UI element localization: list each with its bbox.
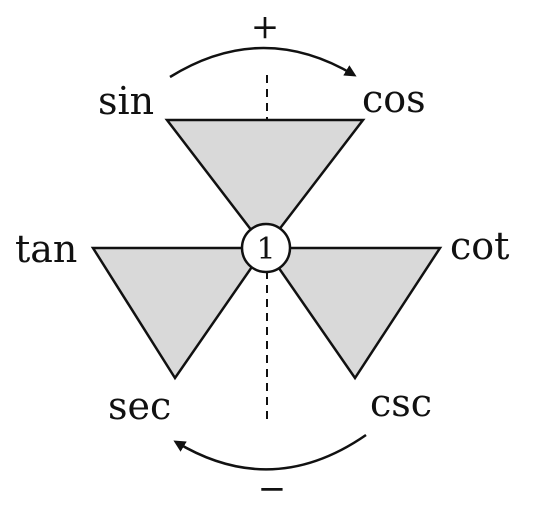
left-triangle — [90, 246, 268, 381]
minus-sign: − — [258, 469, 287, 508]
label-cot: cot — [450, 224, 509, 268]
label-csc: csc — [370, 381, 432, 425]
center-value: 1 — [256, 232, 275, 267]
clockwise-arrow — [169, 46, 357, 79]
counterclockwise-arrow — [173, 433, 367, 471]
label-cos: cos — [362, 77, 426, 121]
label-sec: sec — [108, 384, 171, 428]
plus-sign: + — [251, 7, 280, 47]
label-sin: sin — [98, 79, 154, 123]
label-tan: tan — [15, 227, 77, 271]
right-triangle — [262, 246, 443, 381]
center-circle — [240, 222, 292, 274]
top-triangle — [164, 118, 366, 251]
